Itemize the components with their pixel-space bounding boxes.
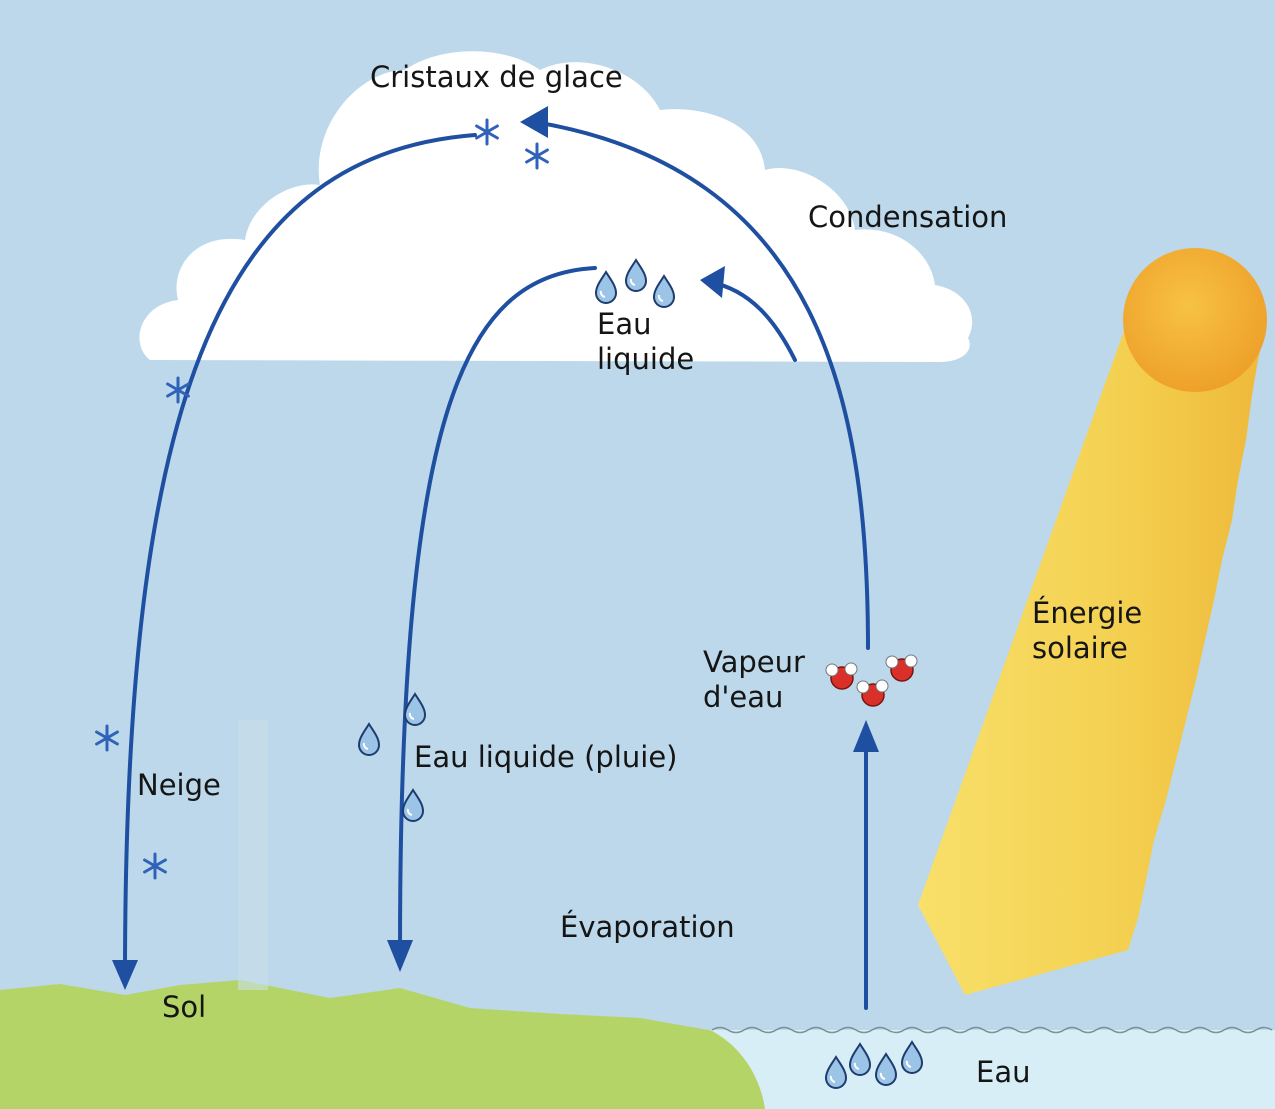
label-ice-crystals: Cristaux de glace: [370, 60, 623, 94]
label-solar-energy: Énergie solaire: [1032, 596, 1143, 666]
rain-arrowhead: [387, 940, 413, 972]
sun: [1123, 248, 1267, 392]
rain-arrow-path: [398, 266, 597, 952]
sunbeam: [918, 300, 1262, 995]
ground: [0, 980, 765, 1109]
snow-arrowhead: [112, 960, 138, 990]
condensation-arrow-path: [533, 120, 870, 650]
condensation-arrowhead: [520, 106, 548, 138]
label-water: Eau: [976, 1055, 1031, 1089]
label-ground: Sol: [162, 990, 207, 1024]
label-rain: Eau liquide (pluie): [414, 740, 678, 774]
evaporation-arrowhead: [853, 720, 879, 752]
label-snow: Neige: [137, 768, 221, 802]
label-water-vapor: Vapeur d'eau: [703, 645, 805, 715]
cloud: [139, 51, 973, 362]
label-condensation: Condensation: [808, 200, 1008, 234]
label-evaporation: Évaporation: [560, 910, 735, 944]
water-surface: [710, 1030, 1275, 1109]
label-cloud-liquid-water: Eau liquide: [597, 307, 695, 377]
condensation-branch-arrowhead: [700, 266, 725, 298]
snow-arrow-path: [123, 133, 477, 977]
